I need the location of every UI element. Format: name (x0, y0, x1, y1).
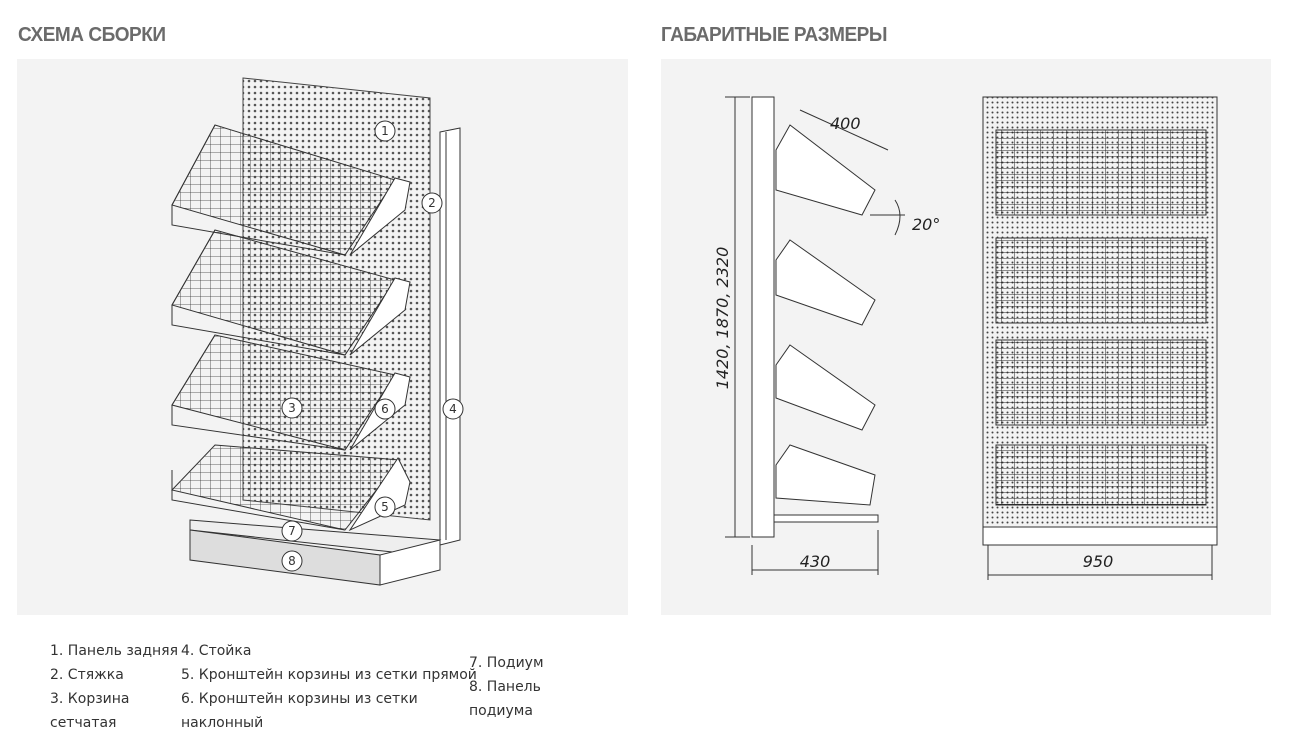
dim-basket-depth: 400 (830, 114, 861, 133)
basket (171, 444, 411, 532)
assembly-diagram: 1 2 3 4 5 6 7 8 (17, 59, 628, 615)
legend-item: 2. Стяжка (50, 667, 124, 683)
assembly-drawing: 1 2 3 4 5 6 7 8 (171, 77, 464, 586)
legend-item: 1. Панель задняя (50, 643, 179, 659)
legend-item: 7. Подиум (469, 655, 544, 671)
dimensions-title: ГАБАРИТНЫЕ РАЗМЕРЫ (661, 24, 888, 46)
legend-item: 5. Кронштейн корзины из сетки прямой (181, 667, 477, 683)
legend-item: 4. Стойка (181, 643, 252, 659)
dim-heights: 1420, 1870, 2320 (713, 247, 732, 390)
front-view (982, 96, 1218, 580)
callout-2: 2 (428, 196, 436, 210)
callout-7: 7 (288, 524, 296, 538)
legend-item: 3. Корзина сетчатая (50, 691, 130, 731)
upright (439, 127, 461, 546)
dim-depth: 430 (800, 552, 831, 571)
legend-col-1: 1. Панель задняя 2. Стяжка 3. Корзина се… (50, 639, 178, 735)
legend-item: 8. Панель подиума (469, 679, 541, 719)
callout-6: 6 (381, 402, 389, 416)
callout-8: 8 (288, 554, 296, 568)
callout-5: 5 (381, 500, 389, 514)
dimensions-drawing: 400 20° 430 950 1420, 1870, 2320 (713, 96, 1218, 580)
dimensions-diagram: 400 20° 430 950 1420, 1870, 2320 (661, 59, 1271, 615)
callout-1: 1 (381, 124, 389, 138)
dim-angle: 20° (912, 215, 940, 234)
legend-col-2: 4. Стойка 5. Кронштейн корзины из сетки … (181, 639, 477, 735)
side-view (725, 96, 905, 575)
assembly-title: СХЕМА СБОРКИ (18, 24, 166, 46)
dim-width: 950 (1083, 552, 1114, 571)
basket (171, 124, 411, 256)
basket (171, 229, 411, 356)
callout-3: 3 (288, 401, 296, 415)
callout-4: 4 (449, 402, 457, 416)
legend-col-3: 7. Подиум 8. Панель подиума (469, 651, 549, 723)
legend-item: 6. Кронштейн корзины из сетки наклонный (181, 691, 418, 731)
